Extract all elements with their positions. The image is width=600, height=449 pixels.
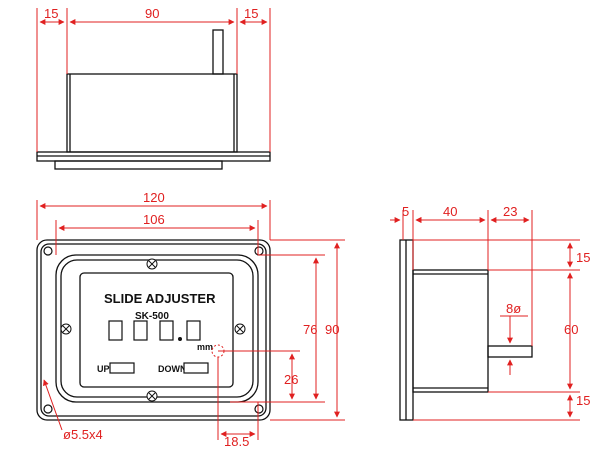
down-label: DOWN	[158, 364, 187, 374]
hole-bottom-left	[43, 404, 53, 414]
side-dim-mid: 60	[564, 322, 578, 337]
front-inner-frame	[55, 254, 259, 403]
digit-window-2	[133, 320, 148, 341]
side-dim-body-depth: 40	[443, 204, 457, 219]
panel-model: SK-500	[135, 311, 169, 322]
front-dim-inner-width: 106	[143, 212, 165, 227]
mounting-holes	[43, 246, 264, 414]
decimal-point	[178, 337, 182, 341]
side-dim-flange: 5	[402, 204, 409, 219]
up-button[interactable]	[109, 362, 135, 374]
panel-unit: mm	[197, 342, 213, 352]
front-view-dimensions	[36, 200, 345, 440]
side-body	[412, 269, 489, 393]
screw-right	[234, 323, 246, 335]
front-dim-knob-height: 26	[284, 372, 298, 387]
side-view-dimensions	[390, 210, 580, 421]
front-outer-frame	[36, 239, 271, 421]
side-dim-shaft-length: 23	[503, 204, 517, 219]
side-view	[399, 239, 533, 421]
top-view-shaft	[212, 29, 224, 75]
digit-window-3	[159, 320, 174, 341]
front-panel-face	[79, 272, 234, 388]
digit-displays	[108, 320, 201, 341]
screw-top	[146, 258, 158, 270]
top-view-dimensions	[36, 8, 271, 152]
top-dim-width: 90	[145, 6, 159, 21]
hole-top-right	[254, 246, 264, 256]
hole-top-left	[43, 246, 53, 256]
screw-bottom	[146, 390, 158, 402]
screw-left	[60, 323, 72, 335]
side-dim-top: 15	[576, 250, 590, 265]
top-view-body	[66, 73, 238, 153]
hole-bottom-right	[254, 404, 264, 414]
top-dim-left: 15	[44, 6, 58, 21]
front-dim-outer-width: 120	[143, 190, 165, 205]
top-view-base	[54, 160, 223, 170]
front-dim-hole: ø5.5x4	[63, 427, 103, 442]
digit-window-1	[108, 320, 123, 341]
top-dim-right: 15	[244, 6, 258, 21]
side-dim-shaft-dia: 8ø	[506, 301, 521, 316]
side-shaft	[487, 345, 533, 358]
side-dim-bottom: 15	[576, 393, 590, 408]
down-button[interactable]	[183, 362, 209, 374]
front-dim-knob-offset: 18.5	[224, 434, 249, 449]
front-dim-outer-height: 90	[325, 322, 339, 337]
top-view	[36, 29, 271, 170]
up-label: UP	[97, 364, 110, 374]
panel-title: SLIDE ADJUSTER	[104, 291, 216, 306]
front-dim-inner-height: 76	[303, 322, 317, 337]
digit-window-4	[186, 320, 201, 341]
panel-screws	[60, 258, 246, 402]
